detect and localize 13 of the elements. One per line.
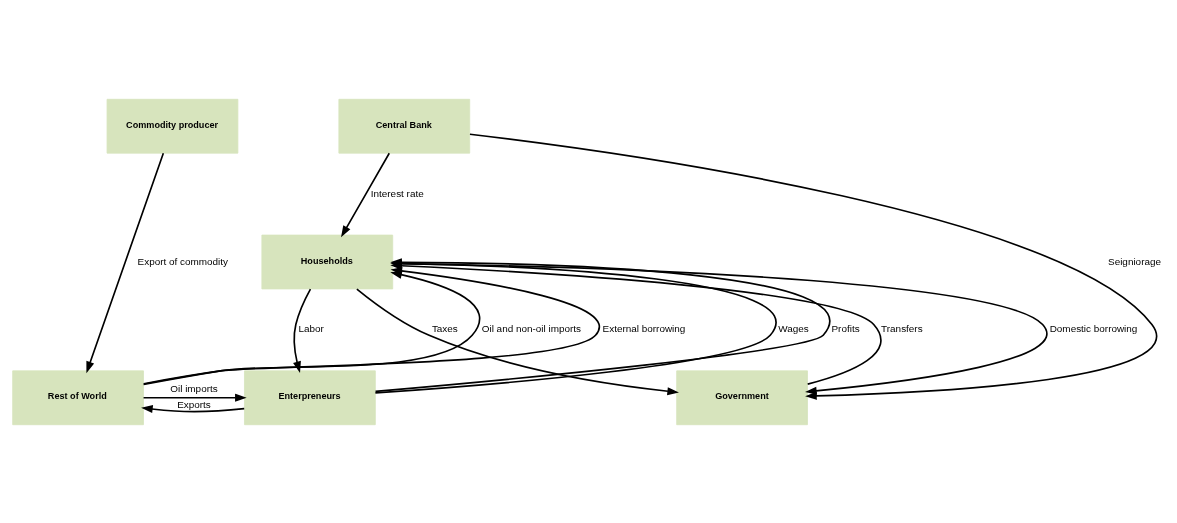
edge-label: Export of commodity [137, 255, 229, 267]
edge-label: Domestic borrowing [1049, 322, 1138, 334]
edge-label: Profits [831, 322, 860, 334]
edge-label: Oil imports [170, 382, 218, 394]
edge-label: Taxes [431, 322, 458, 334]
edge-label: Oil and non-oil imports [481, 322, 582, 334]
edge-label: Transfers [881, 322, 923, 334]
edge-label: Interest rate [370, 187, 424, 199]
edge-label: External borrowing [602, 322, 686, 334]
edge-label: Exports [177, 398, 211, 410]
edge-label: Labor [298, 322, 324, 334]
edge-label: Wages [778, 322, 809, 334]
edge-label: Seigniorage [1108, 255, 1161, 267]
